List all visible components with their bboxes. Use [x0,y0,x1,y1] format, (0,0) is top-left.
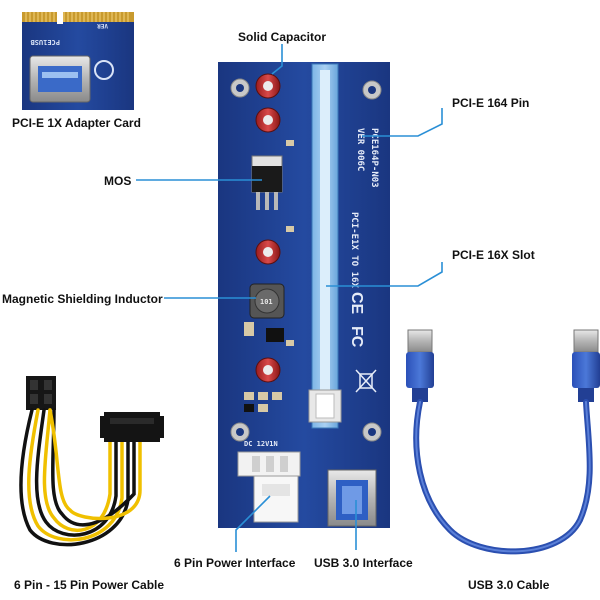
adapter-card-silk-model: PCE1USB [30,38,60,46]
power-cable [19,376,164,547]
adapter-card-pins [25,12,129,22]
riser-board: 101 PCE164P-N03 VER 006C PCI-E1X TO 16X … [218,62,390,528]
label-inductor: Magnetic Shielding Inductor [2,292,163,306]
mos-chip [251,155,283,210]
usb-cable-plug-left-metal [407,329,433,353]
inductor: 101 [249,283,285,319]
usb-cable-plug-left [406,352,434,388]
adapter-card-key-notch [57,12,63,24]
silk-version: VER 006C [355,128,365,171]
label-pcie-16x-slot: PCI-E 16X Slot [452,248,535,262]
silk-model: PCE164P-N03 [369,128,379,188]
pcie-16x-slot-channel [320,70,330,422]
label-power-cable: 6 Pin - 15 Pin Power Cable [14,578,165,592]
adapter-card: PCE1USB VER [22,12,134,110]
callout-lines [136,44,443,552]
ce-mark: CE [348,292,365,315]
usb-cable-plug-right [572,352,600,388]
callout-pcie-164-pin [362,108,443,137]
label-power-interface: 6 Pin Power Interface [174,556,296,570]
power-connector [237,451,301,523]
weee-bin-icon [355,369,377,393]
usb-cable-wire [413,399,593,555]
label-usb-cable: USB 3.0 Cable [468,578,550,592]
solid-capacitors [255,73,281,383]
small-components [244,140,294,412]
label-solid-capacitor: Solid Capacitor [238,30,327,44]
label-pcie-164-pin: PCI-E 164 Pin [452,96,530,110]
fc-mark: FC [348,326,365,348]
adapter-card-gold-fingers [22,12,134,22]
callout-pcie-16x-slot [326,262,443,287]
adapter-card-mount-hole [94,60,114,80]
adapter-card-silk-ver: VER [97,22,108,29]
usb-cable-plug-right-metal [573,329,599,353]
power-cable-15pin-plug [104,412,160,442]
label-mos: MOS [104,174,132,188]
label-usb-interface: USB 3.0 Interface [314,556,413,570]
riser-board-pcb-top [218,62,390,442]
inductor-code: 101 [260,298,273,306]
silk-slot-desc: PCI-E1X TO 16X [349,212,359,288]
label-adapter-card: PCI-E 1X Adapter Card [12,116,141,130]
usb30-port [327,469,377,527]
mount-holes [230,78,382,442]
silk-power-label: DC 12V1N [244,440,278,448]
callout-power-interface [235,495,271,552]
usb-cable [406,329,600,555]
adapter-card-usb-port-tongue [38,66,82,92]
callout-solid-capacitor [271,44,283,75]
